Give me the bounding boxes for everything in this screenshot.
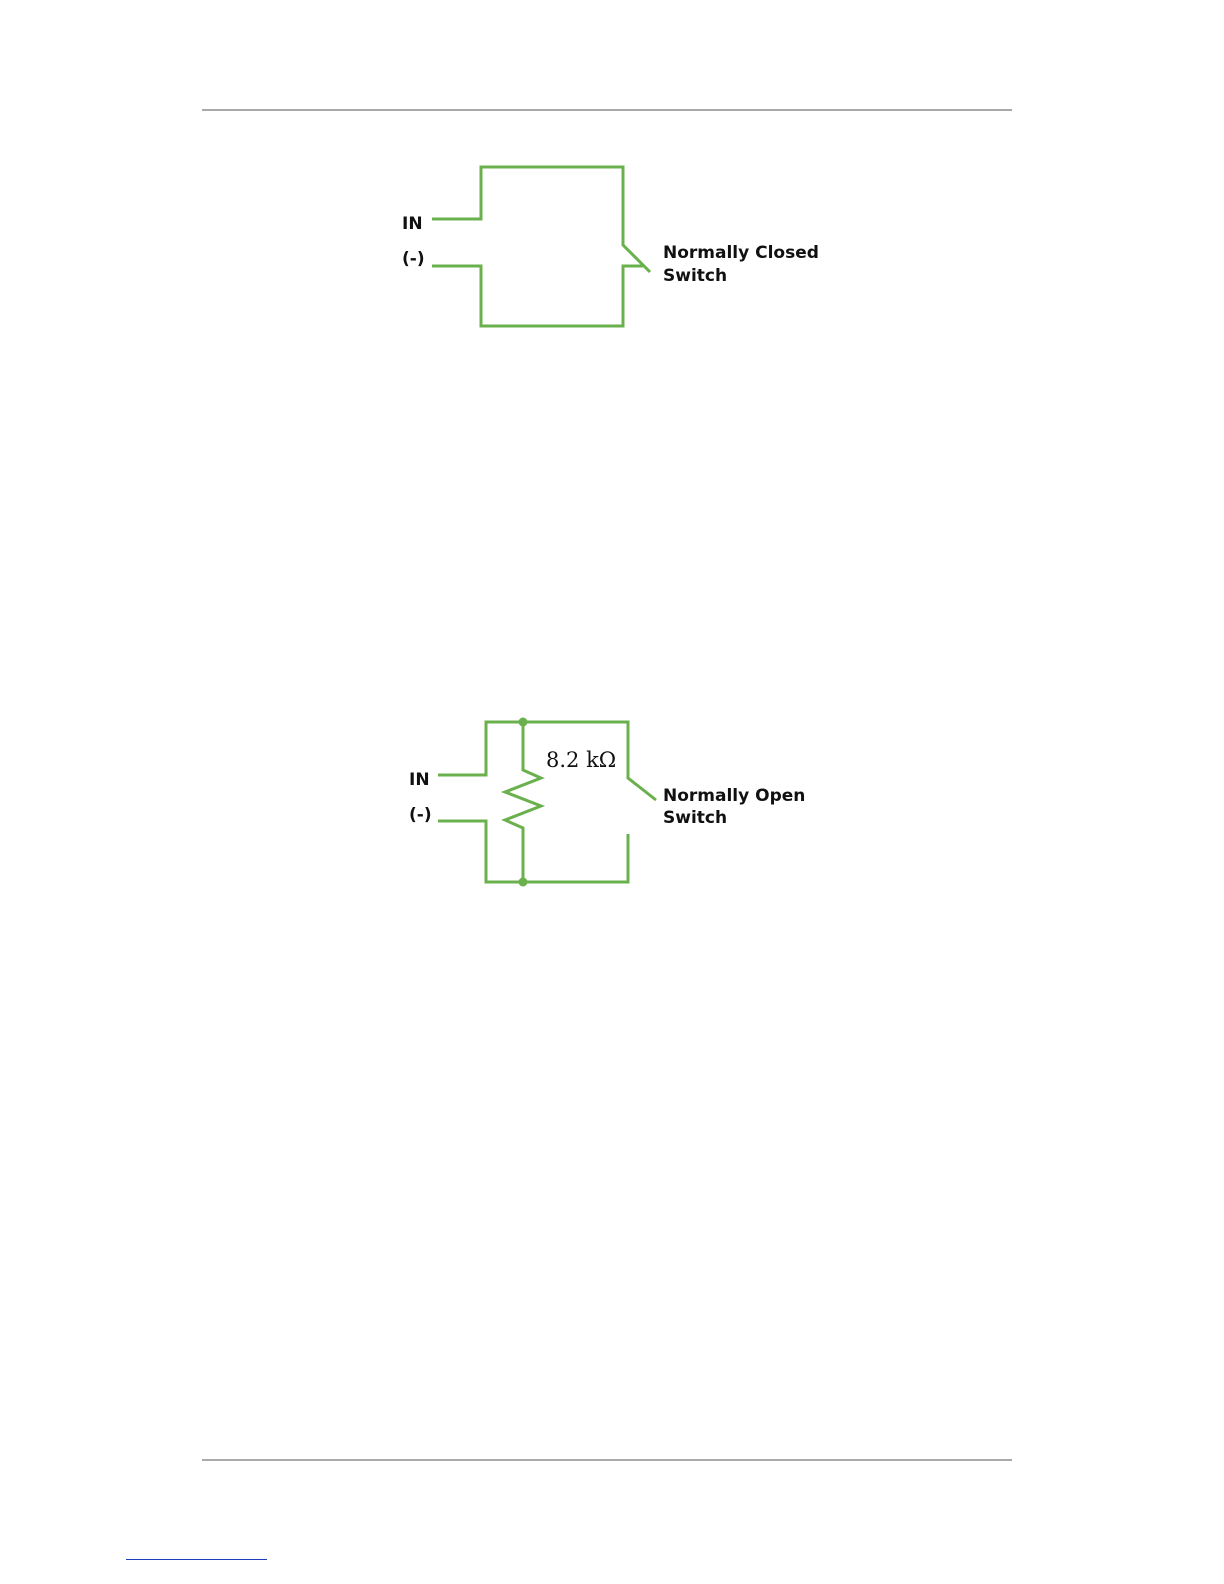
nc-neg-wire [432, 266, 643, 326]
no-neg-wire [438, 821, 628, 882]
resistor-symbol [505, 722, 541, 882]
top-junction-dot [519, 718, 528, 727]
nc-neg-label: (-) [402, 249, 425, 269]
no-switch-label-line2: Switch [663, 808, 727, 828]
nc-switch-label-line2: Switch [663, 266, 727, 286]
no-neg-label: (-) [409, 805, 432, 825]
bottom-junction-dot [519, 878, 528, 887]
nc-in-label: IN [402, 214, 423, 234]
nc-switch-label-line1: Normally Closed [663, 243, 819, 263]
footer-rule [202, 1459, 1012, 1461]
nc-in-wire [432, 167, 650, 272]
no-switch-label-line1: Normally Open [663, 786, 805, 806]
resistor-value-label: 8.2 kΩ [546, 748, 616, 772]
footer-link-underline[interactable] [126, 1559, 267, 1560]
no-in-label: IN [409, 770, 430, 790]
